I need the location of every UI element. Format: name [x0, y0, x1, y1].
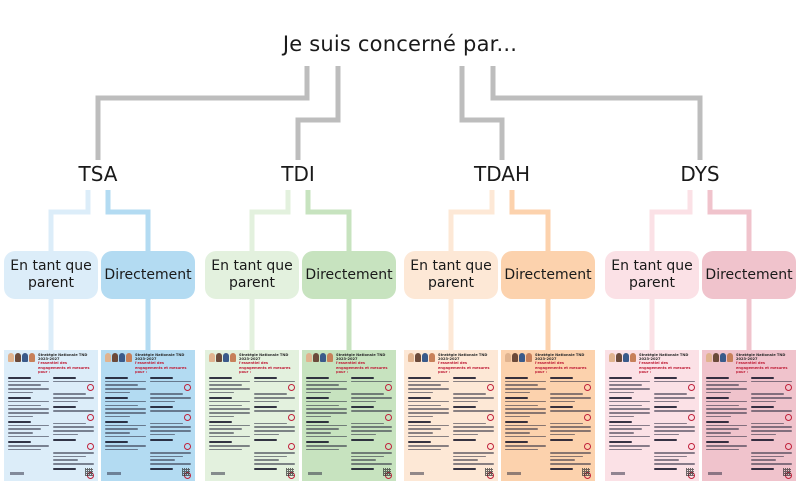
document-logo: [107, 472, 121, 475]
people-illustration: [105, 353, 132, 362]
document-text-columns: [609, 373, 695, 481]
qr-code-icon: [582, 468, 590, 476]
connector-line-tsa: [95, 66, 310, 160]
qr-code-icon: [85, 468, 93, 476]
document-logo: [308, 472, 322, 475]
people-illustration: [505, 353, 532, 362]
category-label-tdah: TDAH: [452, 160, 552, 188]
connector-tsa-parent: [48, 190, 91, 251]
tsa-parent-box[interactable]: En tant que parent: [4, 251, 98, 299]
document-text-columns: [105, 373, 191, 481]
connector-tdi-parent: [249, 190, 291, 251]
qr-code-icon: [783, 468, 791, 476]
connector-line-dys: [490, 66, 703, 160]
qr-code-icon: [485, 468, 493, 476]
connector-tdah-parent: [448, 190, 495, 251]
category-label-dys: DYS: [650, 160, 750, 188]
document-text-columns: [408, 373, 494, 481]
people-illustration: [209, 353, 236, 362]
document-logo: [507, 472, 521, 475]
document-text-columns: [706, 373, 792, 481]
connector-line-tdi: [295, 66, 341, 160]
connector-tdi-directement: [305, 190, 352, 251]
connector-dys-directement: [707, 190, 752, 251]
connector-tdah-directement: [509, 190, 551, 251]
document-text-columns: [306, 373, 392, 481]
document-text-columns: [505, 373, 591, 481]
qr-code-icon: [383, 468, 391, 476]
tdi-directement-box[interactable]: Directement: [302, 251, 396, 299]
tdah-parent-box[interactable]: En tant que parent: [404, 251, 498, 299]
people-illustration: [8, 353, 35, 362]
document-text-columns: [8, 373, 94, 481]
document-logo: [10, 472, 24, 475]
qr-code-icon: [686, 468, 694, 476]
connector-dys-parent: [649, 190, 693, 251]
document-text-columns: [209, 373, 295, 481]
tdi-parent-box[interactable]: En tant que parent: [205, 251, 299, 299]
tsa-directement-box[interactable]: Directement: [101, 251, 195, 299]
category-label-tsa: TSA: [48, 160, 148, 188]
document-logo: [611, 472, 625, 475]
category-label-tdi: TDI: [248, 160, 348, 188]
people-illustration: [306, 353, 333, 362]
diagram-title: Je suis concerné par...: [282, 32, 518, 56]
document-logo: [211, 472, 225, 475]
connector-tsa-directement: [105, 190, 151, 251]
qr-code-icon: [286, 468, 294, 476]
people-illustration: [706, 353, 733, 362]
dys-directement-box[interactable]: Directement: [702, 251, 796, 299]
qr-code-icon: [182, 468, 190, 476]
dys-parent-box[interactable]: En tant que parent: [605, 251, 699, 299]
tdah-directement-box[interactable]: Directement: [501, 251, 595, 299]
people-illustration: [408, 353, 435, 362]
document-logo: [410, 472, 424, 475]
document-logo: [708, 472, 722, 475]
connector-line-tdah: [459, 66, 505, 160]
people-illustration: [609, 353, 636, 362]
